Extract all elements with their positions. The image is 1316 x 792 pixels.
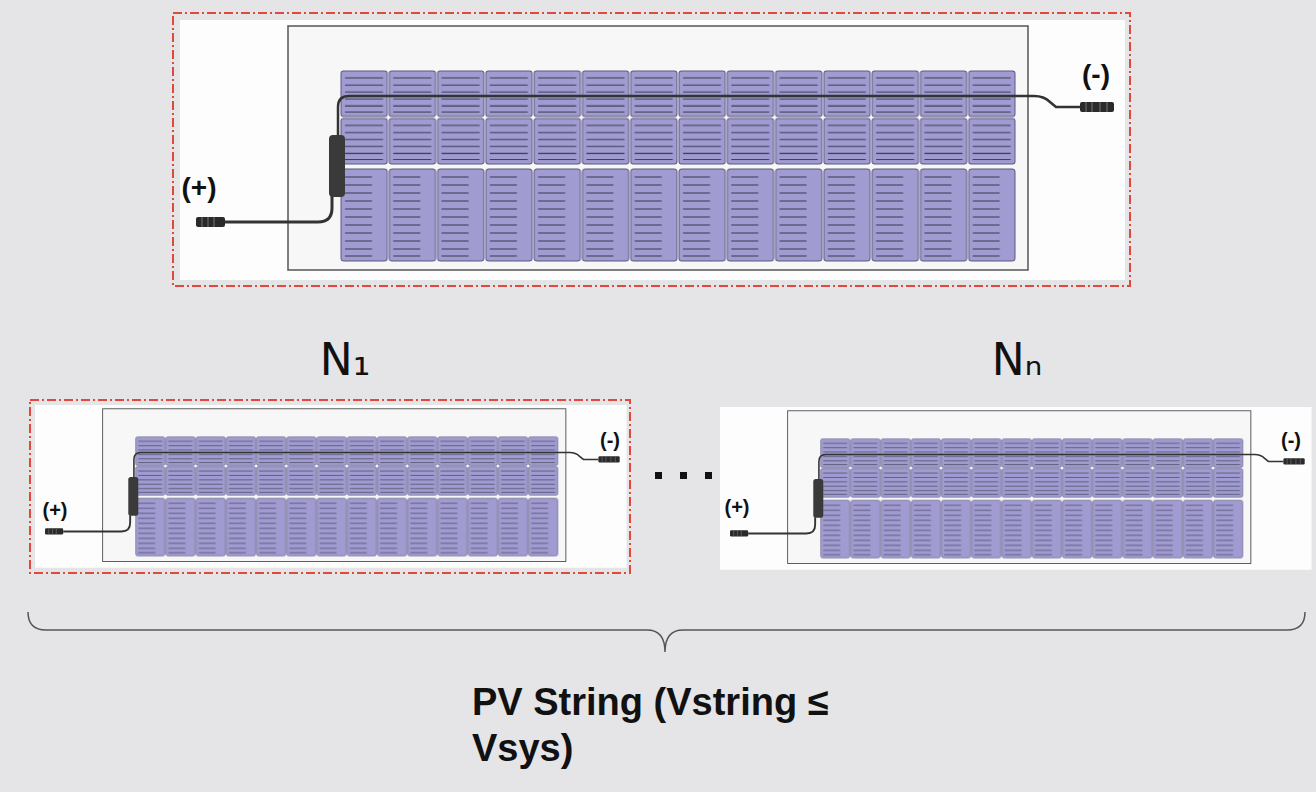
terminal-polarity: (-) [600,429,620,451]
terminal-polarity: (-) [1082,60,1110,91]
terminal-polarity: (+) [43,499,68,521]
pv-module: N₁(+)(-) [30,400,630,573]
terminal-polarity: (-) [1281,429,1301,451]
module-count: N₁ [320,336,371,384]
terminal-polarity: (+) [725,496,750,518]
module-count: Nₙ [992,336,1042,384]
pv-module: Nₙ(+)(-) [715,402,1305,567]
string-caption: PV String (Vstring ≤ Vsys) [472,680,882,771]
pv-module: (+) (-) [172,12,1131,287]
terminal-polarity: (+) [182,173,217,204]
